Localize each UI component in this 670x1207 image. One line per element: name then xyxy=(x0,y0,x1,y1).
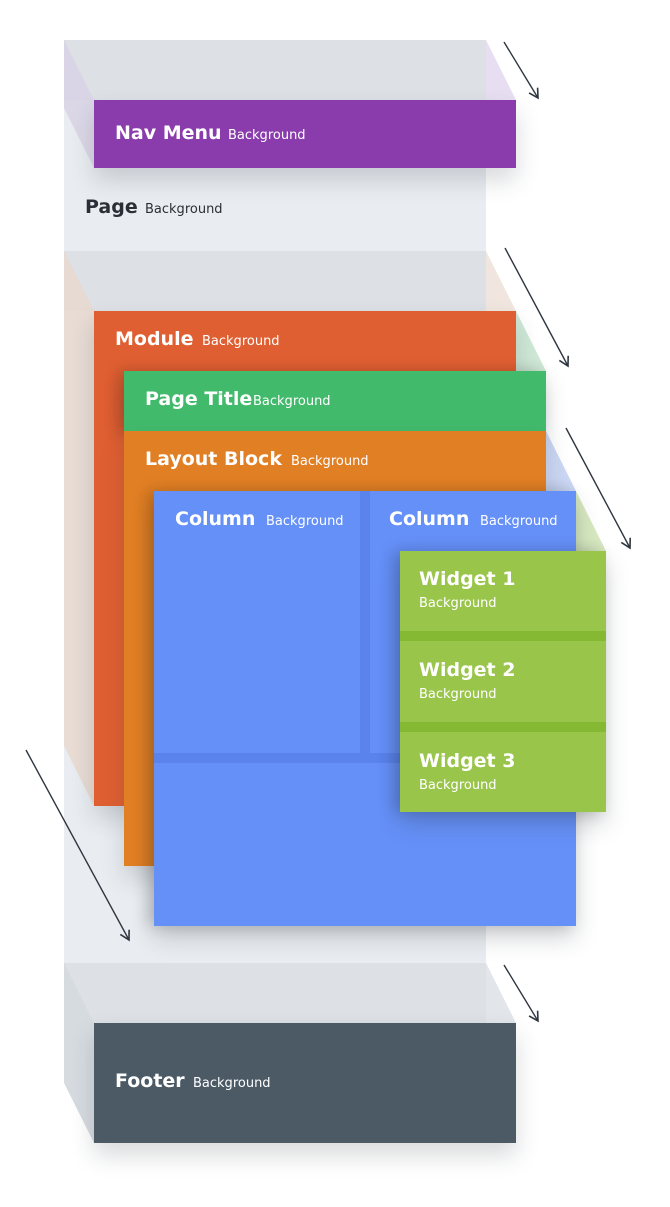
page-title-depth-face-right xyxy=(516,311,546,371)
page-title-sublabel: Background xyxy=(253,394,331,409)
footer-depth-face-left xyxy=(64,963,94,1143)
nav-menu-depth-face-left xyxy=(64,40,94,168)
column-divider xyxy=(360,491,370,753)
nav-menu-depth-face-right xyxy=(486,40,516,100)
widget-3-label: Widget 3 xyxy=(419,750,516,772)
column-2-sublabel: Background xyxy=(480,514,558,529)
footer-label: Footer xyxy=(115,1070,185,1092)
module-depth-face-left xyxy=(64,251,94,806)
module-label: Module xyxy=(115,328,194,350)
nav-menu-label: Nav Menu xyxy=(115,122,222,144)
column-bottom-border xyxy=(154,753,576,763)
widget-2-label: Widget 2 xyxy=(419,659,516,681)
widgets-layer xyxy=(400,551,606,812)
nav-menu-layer: Nav Menu Background xyxy=(94,100,516,168)
page-band-bottom xyxy=(64,963,486,1023)
arrow-icon xyxy=(503,964,539,1023)
layout-block-sublabel: Background xyxy=(291,454,369,469)
widget-1-sublabel: Background xyxy=(419,596,497,611)
arrow-icon xyxy=(503,41,539,100)
nav-menu-sublabel: Background xyxy=(228,128,306,143)
widget-2-sublabel: Background xyxy=(419,687,497,702)
arrow-icon xyxy=(504,247,569,368)
footer-layer: Footer Background xyxy=(94,1023,516,1143)
module-sublabel: Background xyxy=(202,334,280,349)
widget-3-sublabel: Background xyxy=(419,778,497,793)
footer-sublabel: Background xyxy=(193,1076,271,1091)
footer-depth-face-right xyxy=(486,963,516,1023)
page-title-layer: Page Title Background xyxy=(124,371,546,431)
column-2-label: Column xyxy=(389,508,470,530)
arrow-icon xyxy=(25,749,130,942)
layout-block-depth-face-right xyxy=(546,431,576,491)
layout-block-label: Layout Block xyxy=(145,448,282,470)
widget-separator xyxy=(400,631,606,641)
arrow-icon xyxy=(565,427,631,550)
row-depth-face-right xyxy=(576,491,606,551)
widget-1-label: Widget 1 xyxy=(419,568,516,590)
widget-separator xyxy=(400,722,606,732)
column-1-sublabel: Background xyxy=(266,514,344,529)
page-sublabel: Background xyxy=(145,202,223,217)
page-band-middle xyxy=(64,251,486,311)
column-1-label: Column xyxy=(175,508,256,530)
page-title-label: Page Title xyxy=(145,388,253,410)
page-band-top xyxy=(64,40,486,100)
page-label: Page xyxy=(85,196,138,218)
module-depth-face-right xyxy=(486,251,516,311)
